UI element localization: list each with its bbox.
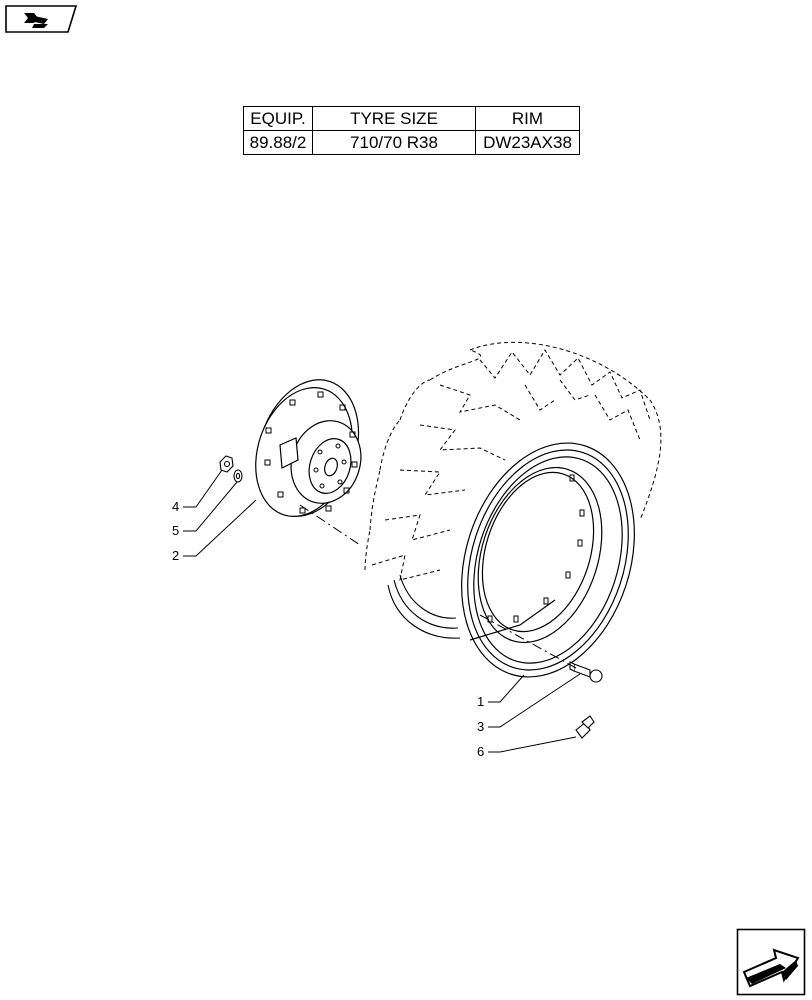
callout-5: 5 [172, 523, 179, 538]
arrow-back-icon [5, 5, 78, 33]
table-header-row: EQUIP. TYRE SIZE RIM [243, 106, 580, 131]
next-page-button[interactable] [736, 928, 806, 996]
callout-2: 2 [172, 548, 179, 563]
hub-disc [255, 379, 362, 517]
cell-rim: DW23AX38 [475, 130, 580, 155]
rim [461, 442, 635, 678]
arrow-forward-icon [736, 928, 806, 996]
washer [233, 469, 243, 483]
previous-page-button[interactable] [4, 4, 78, 34]
leader-lines [183, 469, 581, 753]
cell-equip: 89.88/2 [243, 130, 313, 155]
bolt [569, 661, 603, 683]
nut [219, 455, 234, 473]
table-row: 89.88/2 710/70 R38 DW23AX38 [243, 130, 580, 155]
valve [575, 715, 595, 739]
assembly-axis-lines [299, 504, 577, 669]
callout-1: 1 [477, 694, 484, 709]
hub-bolt-holes [264, 391, 358, 514]
callout-4: 4 [172, 499, 179, 514]
callout-6: 6 [477, 744, 484, 759]
tyre-spec-table: EQUIP. TYRE SIZE RIM 89.88/2 710/70 R38 … [243, 106, 580, 155]
cell-tyre-size: 710/70 R38 [312, 130, 476, 155]
header-equip: EQUIP. [243, 106, 313, 131]
tyre-lower-band [387, 574, 461, 639]
tyre-outline [364, 341, 662, 581]
callout-3: 3 [477, 719, 484, 734]
